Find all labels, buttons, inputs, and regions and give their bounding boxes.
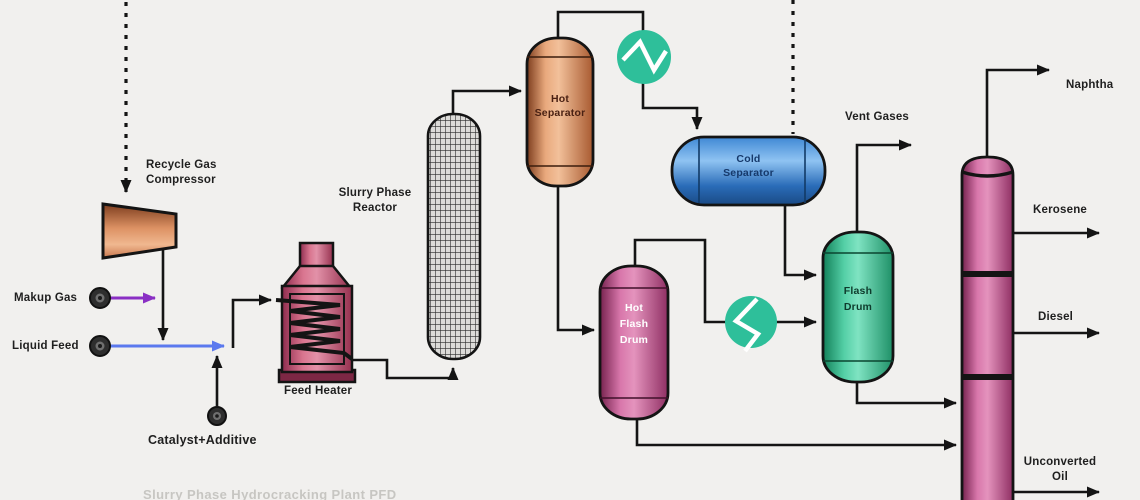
liquid-feed-dot-icon bbox=[89, 335, 111, 357]
catalyst-additive-label: Catalyst+Additive bbox=[148, 433, 257, 447]
makeup-gas-label: Makup Gas bbox=[14, 292, 78, 304]
diagram-caption: Slurry Phase Hydrocracking Plant PFD bbox=[143, 487, 397, 500]
liquid-feed-label: Liquid Feed bbox=[12, 340, 79, 352]
naphtha-label: Naphtha bbox=[1066, 79, 1114, 91]
vessel-feed-heater bbox=[275, 241, 357, 384]
diesel-label: Diesel bbox=[1038, 311, 1074, 323]
vessel-recycle-gas-compressor bbox=[101, 202, 178, 260]
pipe-cold-separator-bottoms bbox=[783, 205, 817, 281]
makeup-gas-dot-icon bbox=[89, 287, 111, 309]
pipe-hot-flash-bottoms bbox=[635, 419, 957, 451]
cold-separator-label: Cold Separator bbox=[723, 153, 774, 180]
vent-gases-label: Vent Gases bbox=[845, 111, 910, 123]
catalyst-dot-icon bbox=[207, 406, 227, 426]
vessel-hot-flash-drum bbox=[598, 264, 670, 421]
vessel-hot-separator bbox=[525, 36, 595, 188]
slurry-phase-reactor-label: Slurry Phase Reactor bbox=[338, 187, 412, 214]
heat-exchanger-icon-1 bbox=[617, 30, 671, 84]
flash-drum-label: Flash Drum bbox=[843, 285, 873, 313]
unconverted-oil-label: Unconverted Oil bbox=[1023, 456, 1097, 483]
vessel-slurry-phase-reactor bbox=[426, 112, 482, 361]
pipe-flash-drum-bottoms bbox=[855, 381, 957, 409]
pipe-hot-separator-bottoms bbox=[556, 186, 595, 336]
heater-coil-icon bbox=[275, 298, 354, 361]
pipe-feed-to-heater bbox=[231, 294, 272, 348]
vessel-flash-drum bbox=[821, 230, 895, 384]
stream-source-dots bbox=[89, 287, 227, 426]
hot-flash-drum-label: Hot Flash Drum bbox=[619, 302, 649, 346]
recycle-gas-compressor-label: Recycle Gas Compressor bbox=[146, 159, 217, 186]
hot-separator-label: Hot Separator bbox=[534, 93, 586, 120]
heat-exchanger-icon-2 bbox=[725, 296, 777, 353]
feed-heater-label: Feed Heater bbox=[283, 385, 353, 397]
kerosene-label: Kerosene bbox=[1033, 204, 1088, 216]
vessel-cold-separator bbox=[670, 135, 827, 207]
vessel-fractionator-column bbox=[960, 155, 1015, 500]
pipe-vent-gases bbox=[855, 139, 912, 233]
pipe-reactor-to-hot-separator bbox=[451, 85, 522, 114]
pipe-naphtha bbox=[985, 64, 1050, 157]
pipe-heater-to-reactor bbox=[350, 358, 459, 380]
